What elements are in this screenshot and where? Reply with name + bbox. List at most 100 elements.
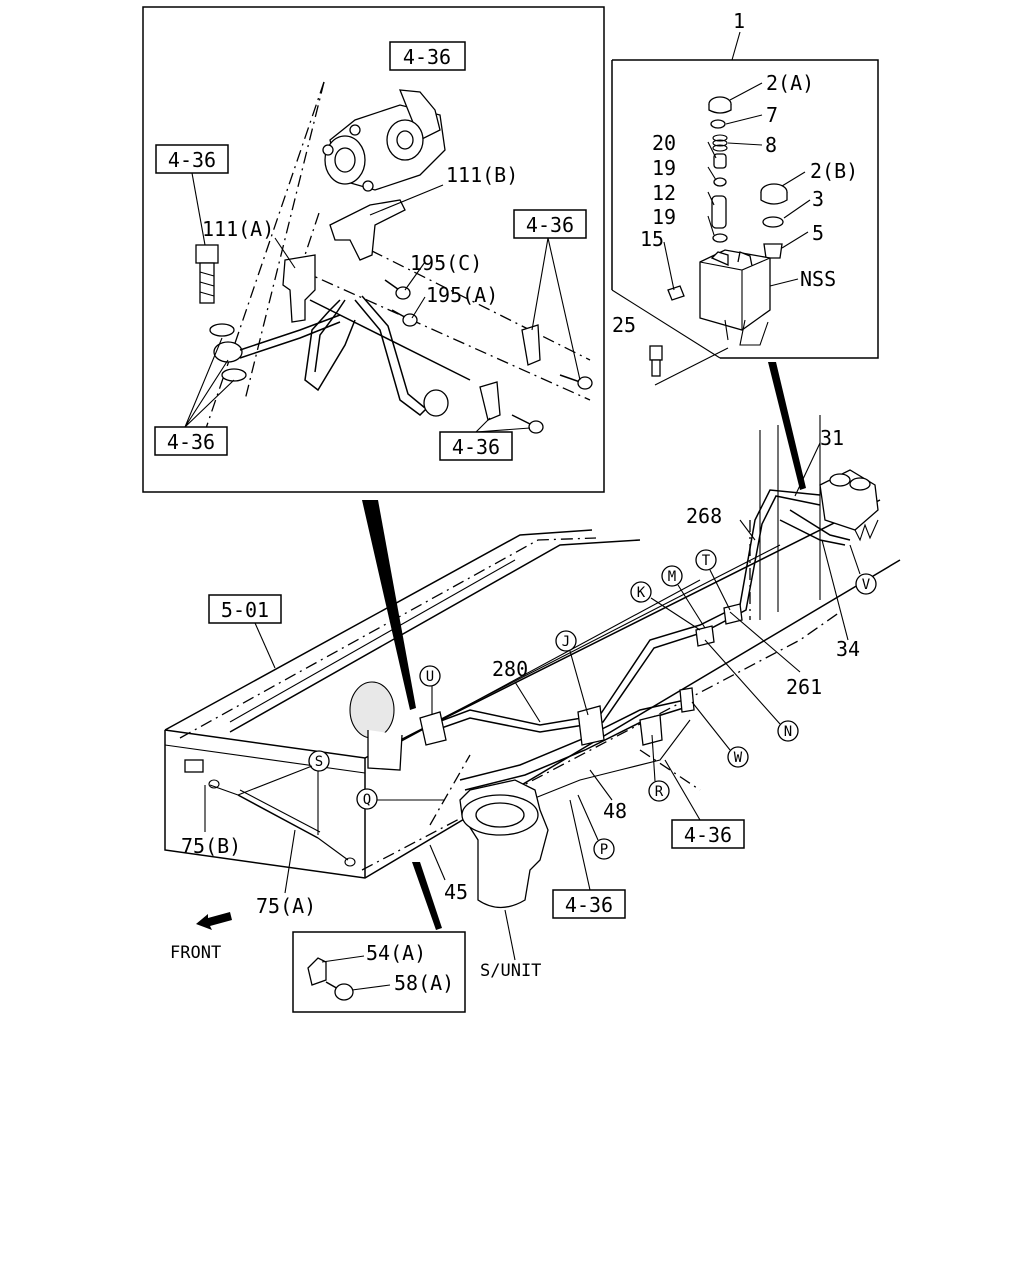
ref-box-inset-left: 4-36: [155, 144, 229, 174]
clamp-j: [577, 705, 605, 746]
part-label-195a: 195(A): [426, 283, 498, 307]
cable-75: [209, 784, 349, 861]
part-label-45: 45: [444, 880, 468, 904]
callout-letter: V: [862, 577, 871, 593]
callout-letter: T: [702, 553, 711, 569]
washer-upper: [209, 323, 235, 337]
part-label-58a: 58(A): [394, 971, 454, 995]
ref-box-frame: 5-01: [208, 594, 282, 624]
ref-box-inset-bottom-left: 4-36: [154, 426, 228, 456]
ref-box-inset-top: 4-36: [389, 41, 466, 71]
spring-8: [712, 134, 728, 152]
clip-15: [667, 285, 685, 301]
callout-t: T: [695, 549, 717, 571]
part-label-2b: 2(B): [810, 159, 858, 183]
strainer-5: [763, 243, 783, 259]
part-label-111a: 111(A): [202, 217, 274, 241]
part-label-195c: 195(C): [410, 251, 482, 275]
ref-label: 4-36: [565, 893, 613, 917]
ref-label: 5-01: [221, 598, 269, 622]
pump-mount: [349, 681, 447, 771]
bolt-195a: [391, 309, 418, 327]
part-label-31: 31: [820, 426, 844, 450]
callout-letter: Q: [363, 792, 371, 808]
part-label-75b: 75(B): [181, 834, 241, 858]
fitting-w: [679, 687, 695, 713]
callout-letter: K: [637, 585, 646, 601]
part-label-15: 15: [640, 227, 664, 251]
part-label-s-unit: S/UNIT: [480, 961, 541, 981]
ref-box-inset-bottom-right: 4-36: [439, 431, 513, 461]
part-label-12: 12: [652, 181, 676, 205]
callout-w: W: [727, 746, 749, 768]
callout-k: K: [630, 581, 652, 603]
ref-box-inset-right: 4-36: [513, 209, 587, 239]
callout-r: R: [648, 780, 670, 802]
part-label-280: 280: [492, 657, 528, 681]
part-label-268: 268: [686, 504, 722, 528]
callout-p: P: [593, 838, 615, 860]
ref-box-main-right: 4-36: [671, 819, 745, 849]
reservoir-tank: [699, 249, 771, 346]
part-label-8: 8: [765, 133, 777, 157]
valve-20: [713, 153, 727, 169]
callout-q: Q: [356, 788, 378, 810]
callout-letter: S: [315, 754, 323, 770]
callout-letter: M: [668, 569, 676, 585]
front-label: FRONT: [170, 943, 221, 963]
ref-label: 4-36: [168, 148, 216, 172]
pipe-12: [711, 195, 727, 229]
pipe-loop: [304, 299, 356, 392]
bolt-195c: [384, 279, 411, 300]
ref-box-main-bottom: 4-36: [552, 889, 626, 919]
part-label-20: 20: [652, 131, 676, 155]
return-hose: [459, 699, 686, 781]
callout-letter: R: [655, 784, 664, 800]
part-label-1: 1: [733, 9, 745, 33]
straight-pipe: [309, 299, 471, 381]
part-label-111b: 111(B): [446, 163, 518, 187]
pointer-reservoir: [768, 362, 806, 490]
callout-letter: P: [600, 842, 608, 858]
clamp-r: [639, 714, 663, 746]
seal-19-lower: [712, 233, 728, 243]
part-label-3: 3: [812, 187, 824, 211]
callout-u: U: [419, 665, 441, 687]
callout-v: V: [855, 573, 877, 595]
front-arrow-icon: [196, 912, 232, 930]
callout-n: N: [777, 720, 799, 742]
part-label-5: 5: [812, 221, 824, 245]
part-label-25: 25: [612, 313, 636, 337]
callout-s: S: [308, 750, 330, 772]
seal-19-upper: [713, 177, 727, 187]
bolt-58a: [325, 981, 354, 1001]
bolt-25: [649, 345, 663, 377]
gear-box: [819, 469, 879, 542]
callout-letter: U: [426, 669, 434, 685]
o-ring-7: [710, 119, 726, 129]
part-label-7: 7: [766, 103, 778, 127]
part-label-2a: 2(A): [766, 71, 814, 95]
part-label-54a: 54(A): [366, 941, 426, 965]
part-label-34: 34: [836, 637, 860, 661]
part-label-19-lower: 19: [652, 205, 676, 229]
bracket-54a: [307, 957, 327, 986]
callout-letter: N: [784, 724, 792, 740]
s-unit-canister: [459, 779, 549, 909]
ref-label: 4-36: [684, 823, 732, 847]
return-pipe: [354, 299, 431, 416]
pointer-bracket: [412, 862, 442, 930]
gasket-3: [762, 216, 784, 228]
callout-letter: W: [734, 750, 743, 766]
part-label-nss: NSS: [800, 267, 836, 291]
ref-label: 4-36: [452, 435, 500, 459]
part-label-48: 48: [603, 799, 627, 823]
callout-m: M: [661, 565, 683, 587]
steering-pump: [322, 89, 446, 192]
part-label-75a: 75(A): [256, 894, 316, 918]
reservoir-inset-frame: [611, 59, 879, 359]
washer-lower: [221, 368, 247, 382]
part-label-261: 261: [786, 675, 822, 699]
clamp-upper: [521, 324, 593, 390]
